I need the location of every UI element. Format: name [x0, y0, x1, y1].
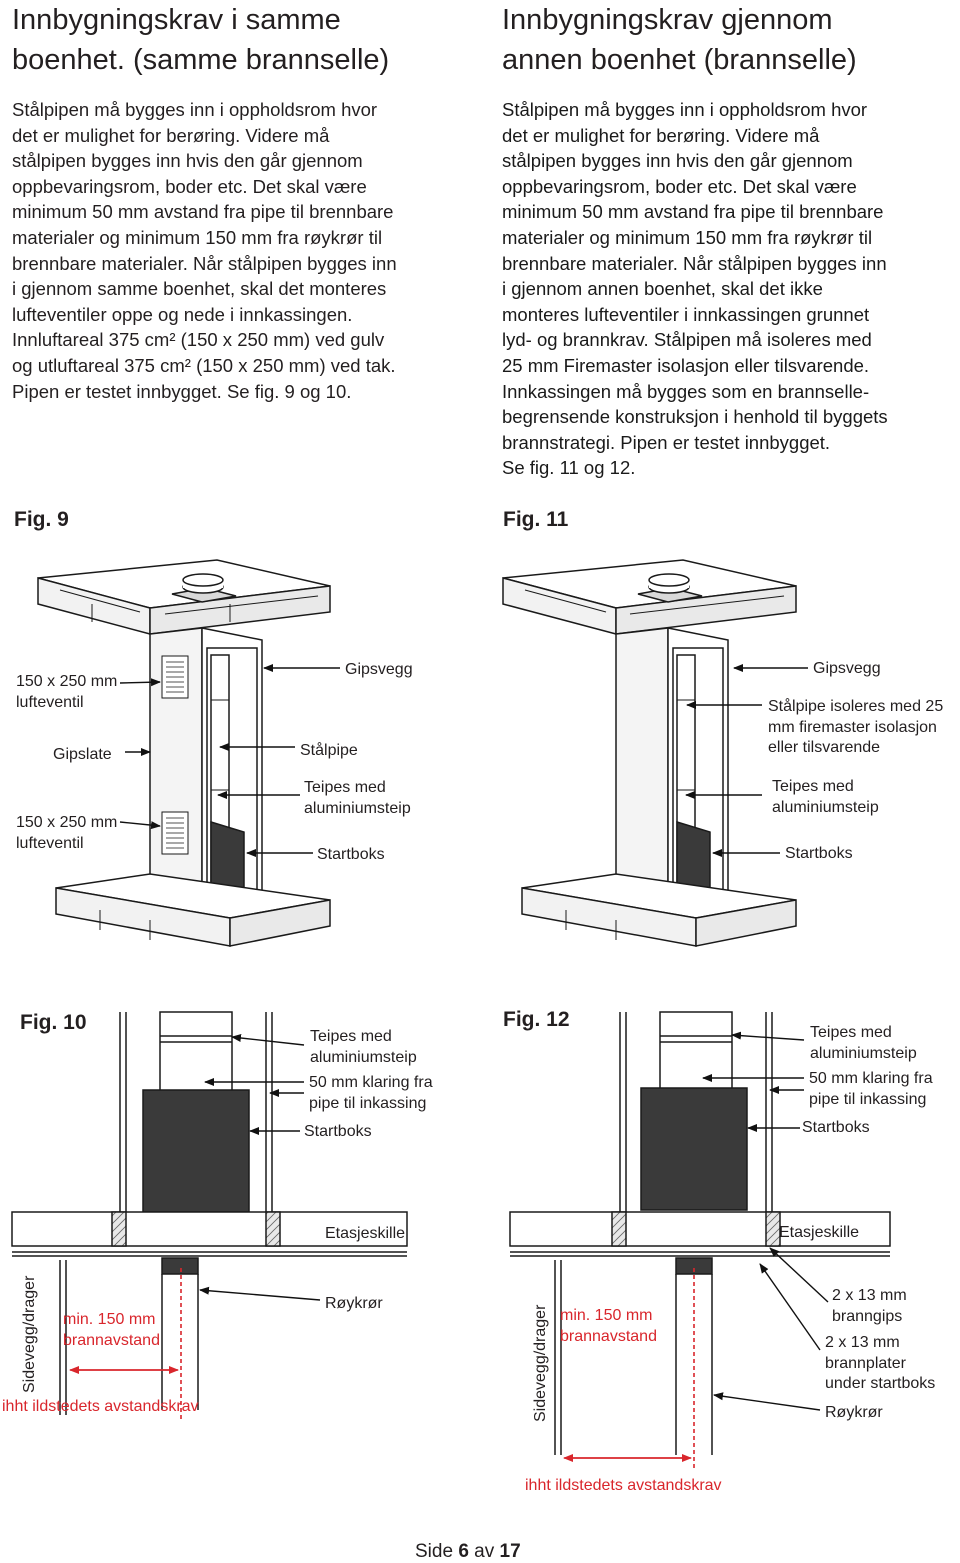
total-pages: 17	[499, 1541, 521, 1562]
fig9-stalpipe-label: Stålpipe	[300, 742, 358, 759]
left-column: Innbygningskrav i samme boenhet. (samme …	[12, 0, 467, 402]
fig12-drawing	[509, 1011, 891, 1455]
fig9-gipslate-label: Gipslate	[53, 746, 112, 763]
leader-arrows	[119, 664, 829, 1411]
fig11-startboks-label: Startboks	[785, 845, 853, 862]
fig11-gipsvegg-label: Gipsvegg	[813, 660, 881, 677]
fig10-roykror-label: Røykrør	[325, 1295, 383, 1312]
left-body-text: Stålpipen må bygges inn i oppholdsrom hv…	[12, 99, 397, 402]
page-footer: Side 6 av 17	[415, 1541, 521, 1562]
right-title: Innbygningskrav gjennom annen boenhet (b…	[502, 4, 857, 76]
dimension-lines	[69, 1268, 695, 1470]
fig10-sidevegg-label: Sidevegg/drager	[21, 1275, 38, 1393]
fig11-label: Fig. 11	[503, 508, 569, 531]
fig12-sidevegg-label: Sidevegg/drager	[532, 1304, 549, 1422]
fig12-avstandskrav-label: ihht ildstedets avstandskrav	[525, 1477, 722, 1494]
fig10-drawing	[11, 1011, 408, 1415]
fig9-drawing	[37, 559, 331, 947]
current-page: 6	[458, 1541, 469, 1562]
right-body-text: Stålpipen må bygges inn i oppholdsrom hv…	[502, 99, 888, 479]
right-column: Innbygningskrav gjennom annen boenhet (b…	[502, 0, 957, 478]
fig9-label: Fig. 9	[14, 508, 69, 531]
left-title: Innbygningskrav i samme boenhet. (samme …	[12, 4, 390, 76]
fig12-label: Fig. 12	[503, 1008, 570, 1031]
fig11-drawing	[502, 559, 797, 947]
fig10-etasjeskille-label: Etasjeskille	[325, 1225, 406, 1242]
fig10-avstandskrav-label: ihht ildstedets avstandskrav	[2, 1398, 199, 1415]
fig12-startboks-label: Startboks	[802, 1119, 870, 1136]
fig12-etasjeskille-label: Etasjeskille	[779, 1224, 860, 1241]
fig9-gipsvegg-label: Gipsvegg	[345, 661, 413, 678]
fig10-label: Fig. 10	[20, 1011, 87, 1034]
fig9-startboks-label: Startboks	[317, 846, 385, 863]
fig12-roykror-label: Røykrør	[825, 1404, 883, 1421]
fig10-startboks-label: Startboks	[304, 1123, 372, 1140]
